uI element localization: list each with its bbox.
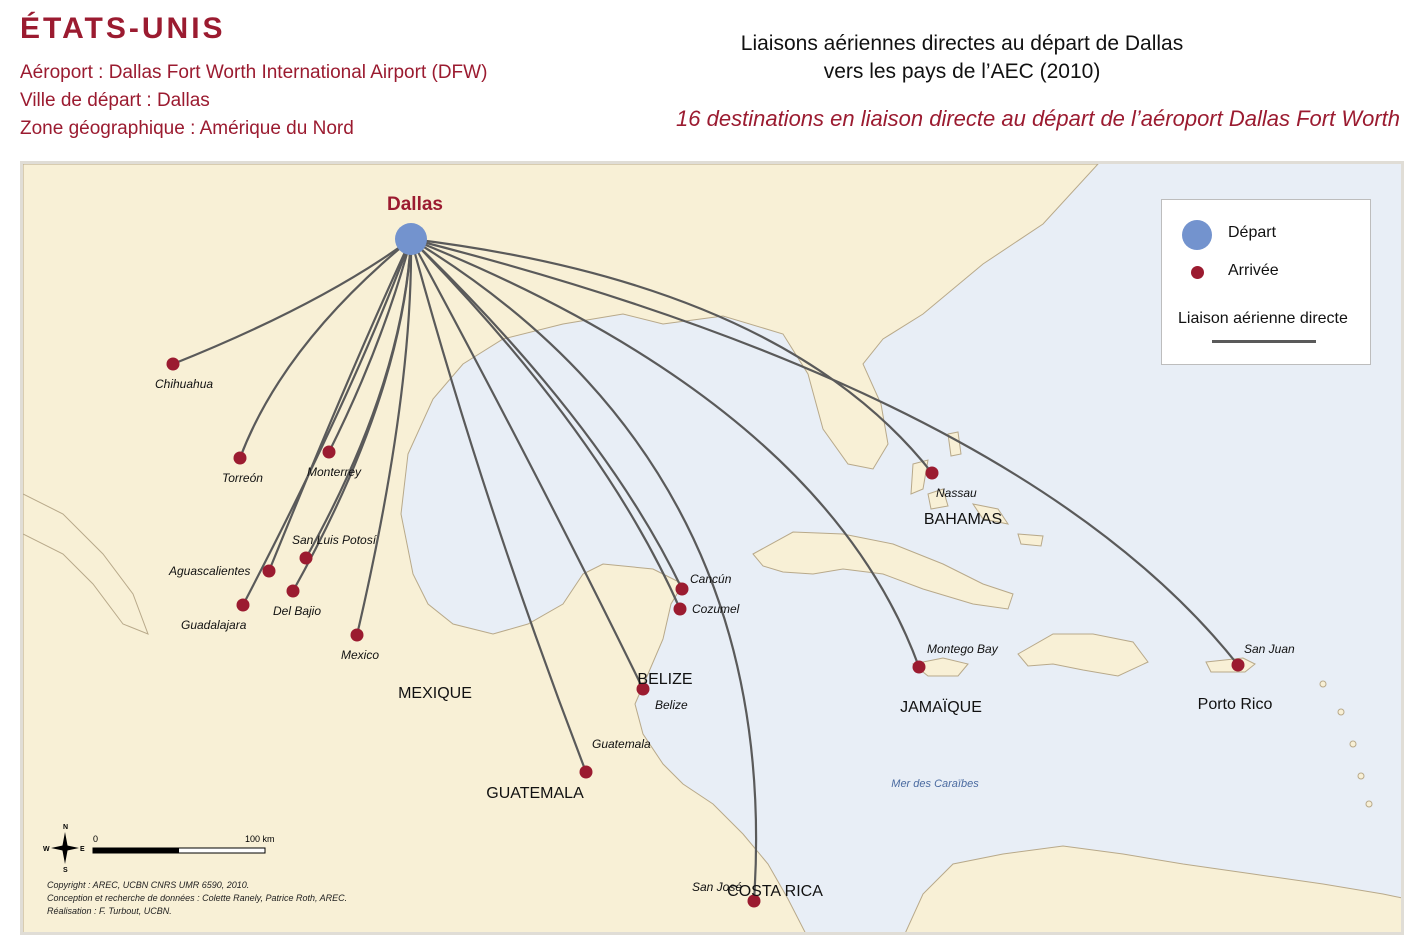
map-title-line1: Liaisons aériennes directes au départ de… (740, 32, 1184, 55)
arrival-dot (166, 357, 180, 371)
arrival-dot (912, 660, 926, 674)
country-label: JAMAÏQUE (900, 698, 982, 716)
arrival-dot (236, 598, 250, 612)
route-line (242, 238, 413, 606)
country-label: MEXIQUE (398, 685, 472, 702)
destination-label: San Luis Potosí (292, 533, 378, 547)
cuba-island (752, 531, 1014, 610)
compass-n: N (63, 824, 68, 831)
destination-label: Guatemala (592, 737, 651, 751)
arrival-dot (673, 602, 687, 616)
arrival-dot (747, 894, 761, 908)
route-line (409, 238, 588, 773)
departure-dot (395, 223, 427, 255)
country-label: COSTA RICA (727, 883, 823, 900)
destination-label: Mexico (341, 648, 379, 662)
destination-label: Montego Bay (927, 642, 999, 656)
north-america-landmass (23, 164, 1099, 932)
compass-icon: N S E W (43, 824, 85, 874)
route-line (410, 237, 921, 668)
route-line (410, 238, 682, 610)
destination-label: Aguascalientes (168, 564, 250, 578)
arrival-dot (262, 564, 276, 578)
credits-line1: Copyright : AREC, UCBN CNRS UMR 6590, 20… (47, 880, 250, 890)
arrival-dot (233, 451, 247, 465)
scale-start-label: 0 (93, 834, 98, 844)
arrival-dot (299, 551, 313, 565)
legend-arrival-icon (1191, 266, 1204, 279)
route-line (328, 238, 413, 453)
route-line (410, 238, 683, 590)
country-title: ÉTATS-UNIS (20, 12, 226, 45)
arrival-dot (925, 466, 939, 480)
legend: Départ Arrivée Liaison aérienne directe (1161, 199, 1371, 365)
scale-end-label: 100 km (245, 834, 275, 844)
route-line (238, 238, 412, 459)
origin-label: Dallas (387, 194, 443, 215)
legend-route-line (1212, 340, 1316, 343)
route-line (410, 237, 933, 474)
destination-label: Guadalajara (181, 618, 247, 632)
route-line (410, 238, 758, 902)
map-subtitle: 16 destinations en liaison directe au dé… (676, 106, 1400, 131)
country-label: BAHAMAS (924, 511, 1002, 528)
route-line (410, 238, 644, 690)
destination-label: Chihuahua (155, 377, 213, 391)
arrival-dot (579, 765, 593, 779)
route-line (267, 238, 412, 572)
dots-layer (166, 223, 1245, 908)
arrival-dot (286, 584, 300, 598)
country-label: Porto Rico (1198, 696, 1273, 713)
airport-info: Aéroport : Dallas Fort Worth Internation… (20, 62, 488, 83)
legend-route-label: Liaison aérienne directe (1178, 310, 1348, 327)
credits-line2: Conception et recherche de données : Col… (47, 893, 348, 903)
legend-departure-icon (1182, 220, 1212, 250)
lesser-antilles (1319, 680, 1373, 808)
hispaniola-island (1017, 633, 1149, 677)
arrival-dot (322, 445, 336, 459)
compass-s: S (63, 867, 68, 874)
destination-label: Cancún (690, 572, 732, 586)
route-line (410, 237, 1239, 666)
compass-e: E (80, 846, 85, 853)
destination-label: Monterrey (307, 465, 362, 479)
route-line (172, 238, 412, 366)
destination-label: Torreón (222, 471, 263, 485)
compass-w: W (43, 846, 50, 853)
arrival-dot (636, 682, 650, 696)
arrival-dot (675, 582, 689, 596)
destination-label: Belize (655, 698, 688, 712)
departure-city-info: Ville de départ : Dallas (20, 90, 210, 111)
country-label: BELIZE (637, 671, 692, 688)
scale-bar: 0 100 km (92, 834, 275, 854)
destination-label: Del Bajio (273, 604, 321, 618)
baja-california (23, 493, 149, 635)
legend-departure-label: Départ (1228, 224, 1277, 241)
south-america-coast (905, 845, 1401, 932)
arrival-dot (1231, 658, 1245, 672)
destination-label: San Juan (1244, 642, 1295, 656)
map-title-line2: vers les pays de l’AEC (2010) (823, 60, 1101, 83)
bahamas-islands (910, 431, 1044, 547)
destination-label: Nassau (936, 486, 977, 500)
jamaica-island (911, 657, 969, 677)
country-label: GUATEMALA (486, 785, 584, 802)
route-line (355, 238, 413, 636)
routes-layer (172, 237, 1239, 902)
destination-label: Cozumel (692, 602, 740, 616)
destination-label: San José (692, 880, 742, 894)
route-line (292, 238, 413, 592)
zone-info: Zone géographique : Amérique du Nord (20, 118, 354, 139)
arrival-dot (350, 628, 364, 642)
legend-arrival-label: Arrivée (1228, 262, 1279, 279)
credits-line3: Réalisation : F. Turbout, UCBN. (47, 906, 172, 916)
sea-label: Mer des Caraïbes (891, 778, 979, 790)
